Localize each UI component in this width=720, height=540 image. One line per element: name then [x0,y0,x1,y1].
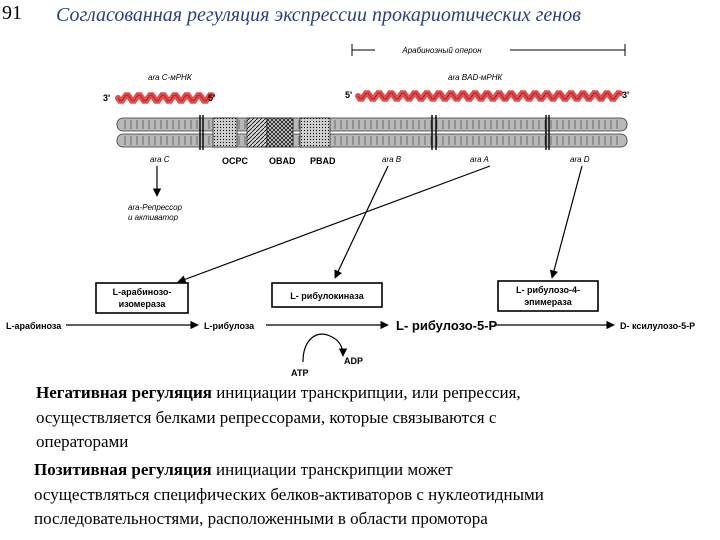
para2-line1: Позитивная регуляция инициации транскрип… [34,458,544,483]
isomerase-box [95,282,189,314]
slide-number: 91 [2,2,22,24]
substrate-arabinose: L-арабиноза [6,321,62,331]
para1-line3: операторами [36,432,129,451]
mrna-bad-5prime: 5' [345,90,352,100]
positive-regulation-paragraph: Позитивная регуляция инициации транскрип… [34,458,544,532]
mrna-bad-wave [355,90,623,102]
para1-line2: осуществляется белками репрессорами, кот… [36,407,497,427]
epimerase-label-line2: эпимераза [524,297,573,307]
para1-line1: Негативная регуляция инициации транскрип… [36,381,521,406]
substrate-xylulose-5p: D- ксилулозо-5-P [620,321,695,331]
gene-b-to-kinase-arrow [334,165,389,279]
site-pbad-label: PBAD [310,156,336,166]
gene-d-to-epimerase-arrow [549,165,583,279]
mrna-bad-3prime: 3' [622,90,629,100]
kinase-box [271,282,383,308]
isomerase-label-line1: L-арабинозо- [113,287,172,297]
mrna-c-wave [115,92,215,104]
negative-regulation-paragraph: Негативная регуляция инициации транскрип… [36,381,521,455]
arabinose-operon-diagram: Арабинозный оперон ara C-мРНК ara BAD-мР… [6,44,695,378]
mrna-bad-label: ara BAD-мРНК [448,73,503,82]
dna-double-helix [116,115,628,150]
atp-adp-arrow [302,333,348,363]
isomerase-label-line2: изомераза [119,299,167,309]
repressor-label-line2: и активатор [128,213,179,222]
repressor-label-line1: ara-Репрессор [128,203,183,212]
adp-label: ADP [344,356,363,366]
gene-c-label: ara C [150,155,170,164]
epimerase-label-line1: L- рибулозо-4- [516,285,580,295]
operon-label: Арабинозный оперон [401,46,482,55]
mrna-c-3prime: 3' [103,93,110,103]
para2-line1-rest: инициации транскрипции может [211,460,453,479]
kinase-label: L- рибулокиназа [290,291,364,301]
operon-bracket: Арабинозный оперон [351,44,626,56]
slide-title: Согласованная регуляция экспрессии прока… [56,4,581,26]
mrna-bad-outline [357,92,620,100]
para2-line2: осуществляться специфических белков-акти… [34,484,544,504]
substrate-ribulose-5p: L- рибулозо-5-P [396,318,498,333]
mrna-c-label: ara C-мРНК [148,73,193,82]
substrate-ribulose: L-рибулоза [204,321,255,331]
para2-line3: последовательностями, расположенными в о… [34,509,488,528]
atp-label: АТР [291,368,309,378]
gene-a-label: ara A [470,155,489,164]
para1-line1-rest: инициации транскрипции, или репрессия, [211,383,521,402]
negative-regulation-term: Негативная регуляция [36,383,212,402]
site-obad-label: OBAD [269,156,296,166]
site-ocpc-label: OCPC [222,156,249,166]
mrna-c-5prime: 5' [208,93,215,103]
gene-b-label: ara B [382,155,402,164]
gene-d-label: ara D [570,155,590,164]
gene-a-to-isomerase-arrow [177,165,491,284]
epimerase-box [497,280,599,312]
mrna-c-outline [117,94,212,102]
positive-regulation-term: Позитивная регуляция [34,460,212,479]
